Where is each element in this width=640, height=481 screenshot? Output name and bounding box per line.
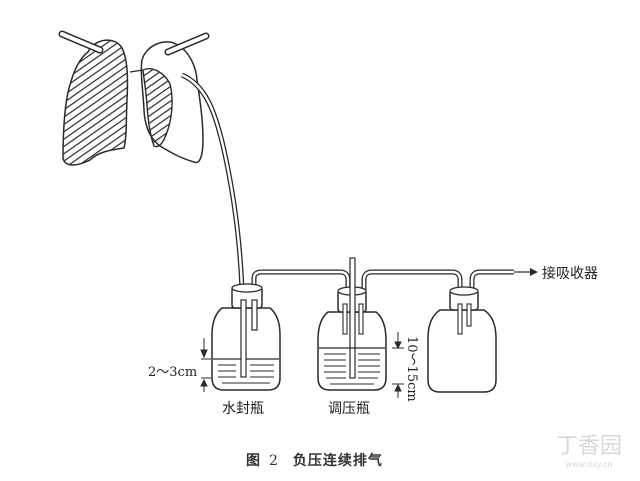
watermark: 丁香园 www.dxy.cn [556, 428, 622, 469]
pressure-regulating-bottle [317, 257, 387, 391]
caption-title: 负压连续排气 [292, 453, 383, 469]
receiver-label: 接吸收器 [542, 266, 598, 282]
left-lung [58, 30, 129, 166]
watermark-sub: www.dxy.cn [565, 460, 613, 469]
caption-prefix: 图 [246, 453, 261, 469]
empty-bottle [427, 286, 497, 393]
water-seal-depth-marker [200, 338, 211, 392]
arrow-icon [530, 268, 538, 276]
water-seal-bottle [211, 283, 281, 391]
right-lung [129, 32, 210, 164]
chest-drainage-tube [180, 72, 245, 291]
regulating-depth-label: 10～15cm [404, 336, 419, 402]
caption-number: 2 [269, 453, 279, 469]
water-seal-depth-label: 2～3cm [148, 365, 198, 380]
watermark-text: 丁香园 [555, 434, 622, 459]
regulating-depth-marker [392, 332, 404, 398]
water-seal-bottle-label: 水封瓶 [222, 401, 264, 417]
pressure-regulating-bottle-label: 调压瓶 [328, 401, 370, 417]
connecting-tubes [251, 268, 538, 292]
